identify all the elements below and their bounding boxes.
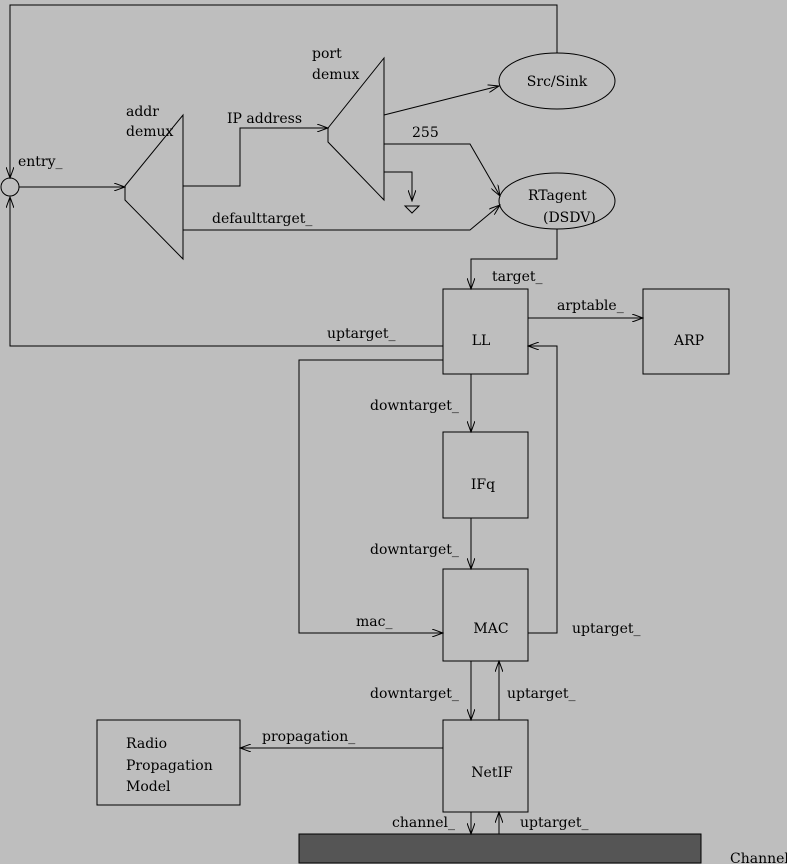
- entry-point-circle: [0, 177, 20, 197]
- netif-label: NetIF: [471, 765, 513, 781]
- rtagent-label-line2: (DSDV): [543, 210, 596, 226]
- defaulttarget-label: defaulttarget_: [212, 211, 312, 227]
- arp-box: [642, 288, 730, 375]
- ifq-downtarget-label: downtarget_: [370, 542, 459, 558]
- mac-label: MAC: [473, 621, 508, 637]
- mac-loop-label: mac_: [356, 614, 392, 630]
- addr-demux-label-line2: demux: [126, 124, 174, 140]
- ll-label: LL: [472, 333, 491, 349]
- addr-demux-label-line1: addr: [126, 104, 159, 120]
- port-demux-label-line1: port: [312, 46, 342, 62]
- rtagent-label-line1: RTagent: [528, 188, 587, 204]
- port-demux-to-rtagent-line: [384, 143, 500, 196]
- ll-box: [442, 288, 529, 375]
- ip-address-label: IP address: [227, 111, 302, 127]
- addr-demux-shape: [124, 113, 184, 261]
- src-sink-to-entry-line: [10, 4, 558, 178]
- channel-label: Channel: [730, 851, 787, 864]
- port-demux-to-drop-line: [384, 171, 412, 201]
- port-255-label: 255: [412, 125, 439, 141]
- port-demux-shape: [327, 56, 385, 202]
- port-demux-to-src-sink-line: [383, 86, 499, 116]
- ll-downtarget-label: downtarget_: [370, 398, 459, 414]
- defaulttarget-line: [183, 205, 500, 231]
- radio-label-line3: Model: [126, 779, 171, 795]
- target-label: target_: [492, 269, 543, 285]
- ll-uptarget-label: uptarget_: [327, 326, 396, 342]
- radio-propagation-box: [96, 719, 241, 806]
- ll-uptarget-line: [10, 197, 443, 347]
- ifq-label: IFq: [471, 477, 495, 493]
- channel-bar: [298, 833, 702, 864]
- arp-label: ARP: [673, 333, 704, 349]
- channel-uptarget-label: uptarget_: [520, 815, 589, 831]
- arptable-label: arptable_: [557, 298, 624, 314]
- rtagent-to-ll-line: [471, 229, 558, 289]
- ifq-box: [442, 431, 529, 519]
- addr-to-port-demux-line: [183, 128, 328, 187]
- channel-down-label: channel_: [392, 815, 455, 831]
- mac-uptarget-line: [528, 346, 558, 634]
- netif-box: [442, 719, 529, 813]
- entry-label: entry_: [18, 154, 63, 170]
- src-sink-label: Src/Sink: [527, 74, 588, 90]
- mac-uptarget-label: uptarget_: [572, 621, 641, 637]
- drop-target-triangle: [403, 205, 421, 214]
- radio-label-line2: Propagation: [126, 758, 213, 774]
- radio-label-line1: Radio: [126, 736, 167, 752]
- netif-uptarget-label: uptarget_: [507, 686, 576, 702]
- port-demux-label-line2: demux: [312, 67, 360, 83]
- mac-box: [442, 568, 529, 662]
- propagation-label: propagation_: [262, 729, 355, 745]
- mac-downtarget-label: downtarget_: [370, 686, 459, 702]
- mac-loop-line: [298, 359, 443, 633]
